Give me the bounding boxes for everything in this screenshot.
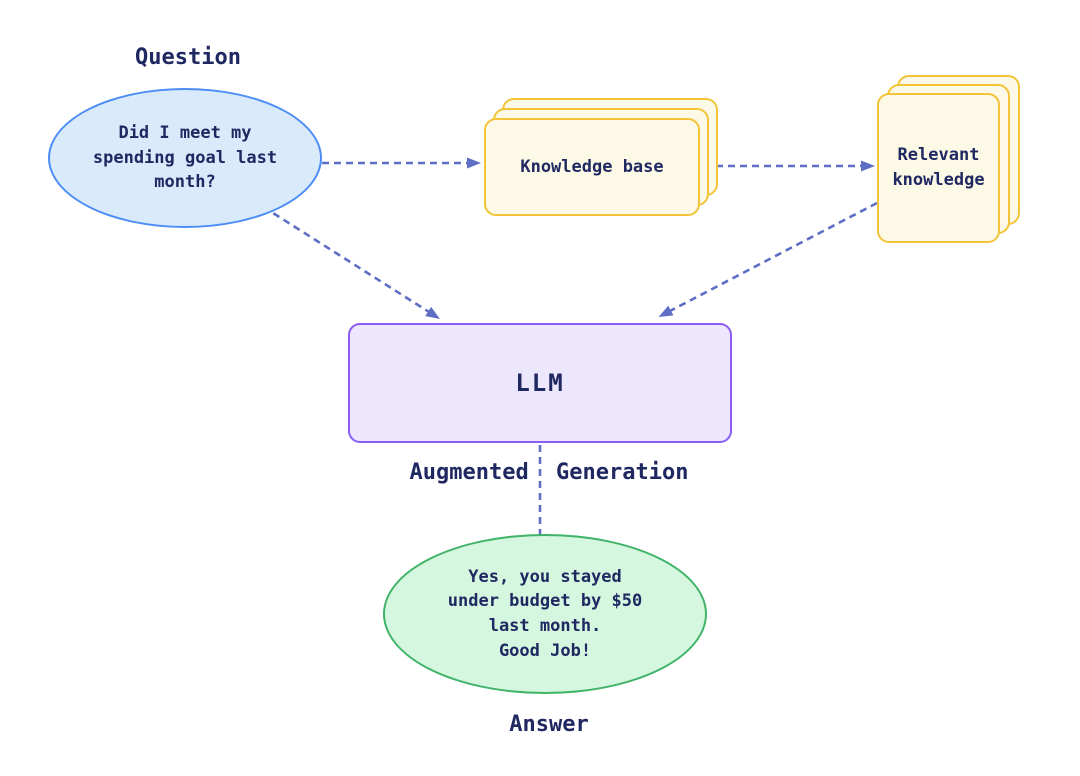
answer-bubble-text: Yes, you stayed under budget by $50 last… bbox=[447, 566, 643, 661]
llm-box: LLM bbox=[348, 323, 732, 443]
question-bubble: Did I meet my spending goal last month? bbox=[48, 88, 322, 228]
answer-bubble: Yes, you stayed under budget by $50 last… bbox=[383, 534, 707, 694]
relevant-knowledge-card-front: Relevant knowledge bbox=[877, 93, 1000, 243]
augmented-generation-label: Augmented Generation bbox=[409, 460, 689, 485]
knowledge-base-label: Knowledge base bbox=[520, 156, 664, 177]
llm-label: LLM bbox=[515, 368, 565, 397]
question-label: Question bbox=[135, 45, 241, 70]
question-bubble-text: Did I meet my spending goal last month? bbox=[92, 123, 278, 193]
answer-label: Answer bbox=[509, 712, 589, 737]
relevant-knowledge-label: Relevant knowledge bbox=[892, 145, 985, 190]
arrow-relevant-knowledge-to-llm bbox=[658, 201, 878, 318]
knowledge-base-card-front: Knowledge base bbox=[484, 118, 700, 216]
